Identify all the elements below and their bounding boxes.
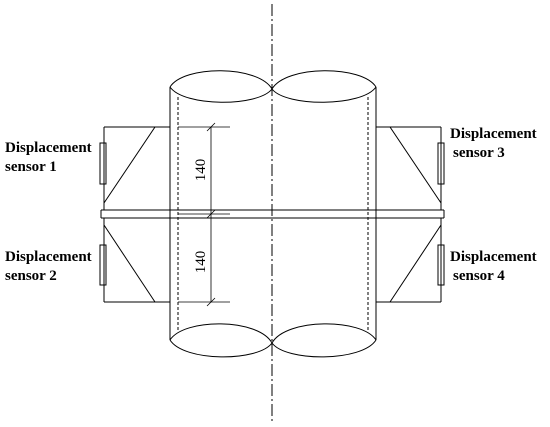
middle-plate xyxy=(100,209,445,219)
right-fixtures xyxy=(376,126,442,303)
sensor-bodies xyxy=(99,142,445,286)
sensor-1-body xyxy=(99,142,107,185)
sensor-4-label-line1: Displacement xyxy=(450,249,537,265)
sensor-4-body xyxy=(437,244,445,286)
sensor-2-body xyxy=(99,244,107,286)
tube-outline xyxy=(169,70,377,358)
inner-wall xyxy=(177,97,369,332)
sensor-1-label-line2: sensor 1 xyxy=(5,159,57,175)
dimension-lines xyxy=(178,122,230,307)
sensor-2-label: Displacement sensor 2 xyxy=(5,248,92,286)
sensor-4-label: Displacement sensor 4 xyxy=(450,248,537,286)
sensor-2-label-line1: Displacement xyxy=(5,249,92,265)
sensor-2-label-line2: sensor 2 xyxy=(5,268,57,284)
sensor-3-label: Displacement sensor 3 xyxy=(450,125,537,163)
lower-dimension-label: 140 xyxy=(193,251,209,274)
sensor-4-label-line2: sensor 4 xyxy=(453,268,505,284)
sensor-3-label-line2: sensor 3 xyxy=(453,145,505,161)
sensor-3-body xyxy=(437,142,445,185)
sensor-1-label: Displacement sensor 1 xyxy=(5,139,92,177)
sensor-1-label-line1: Displacement xyxy=(5,140,92,156)
left-fixtures xyxy=(103,126,170,303)
sensor-3-label-line1: Displacement xyxy=(450,126,537,142)
upper-dimension-label: 140 xyxy=(193,159,209,182)
